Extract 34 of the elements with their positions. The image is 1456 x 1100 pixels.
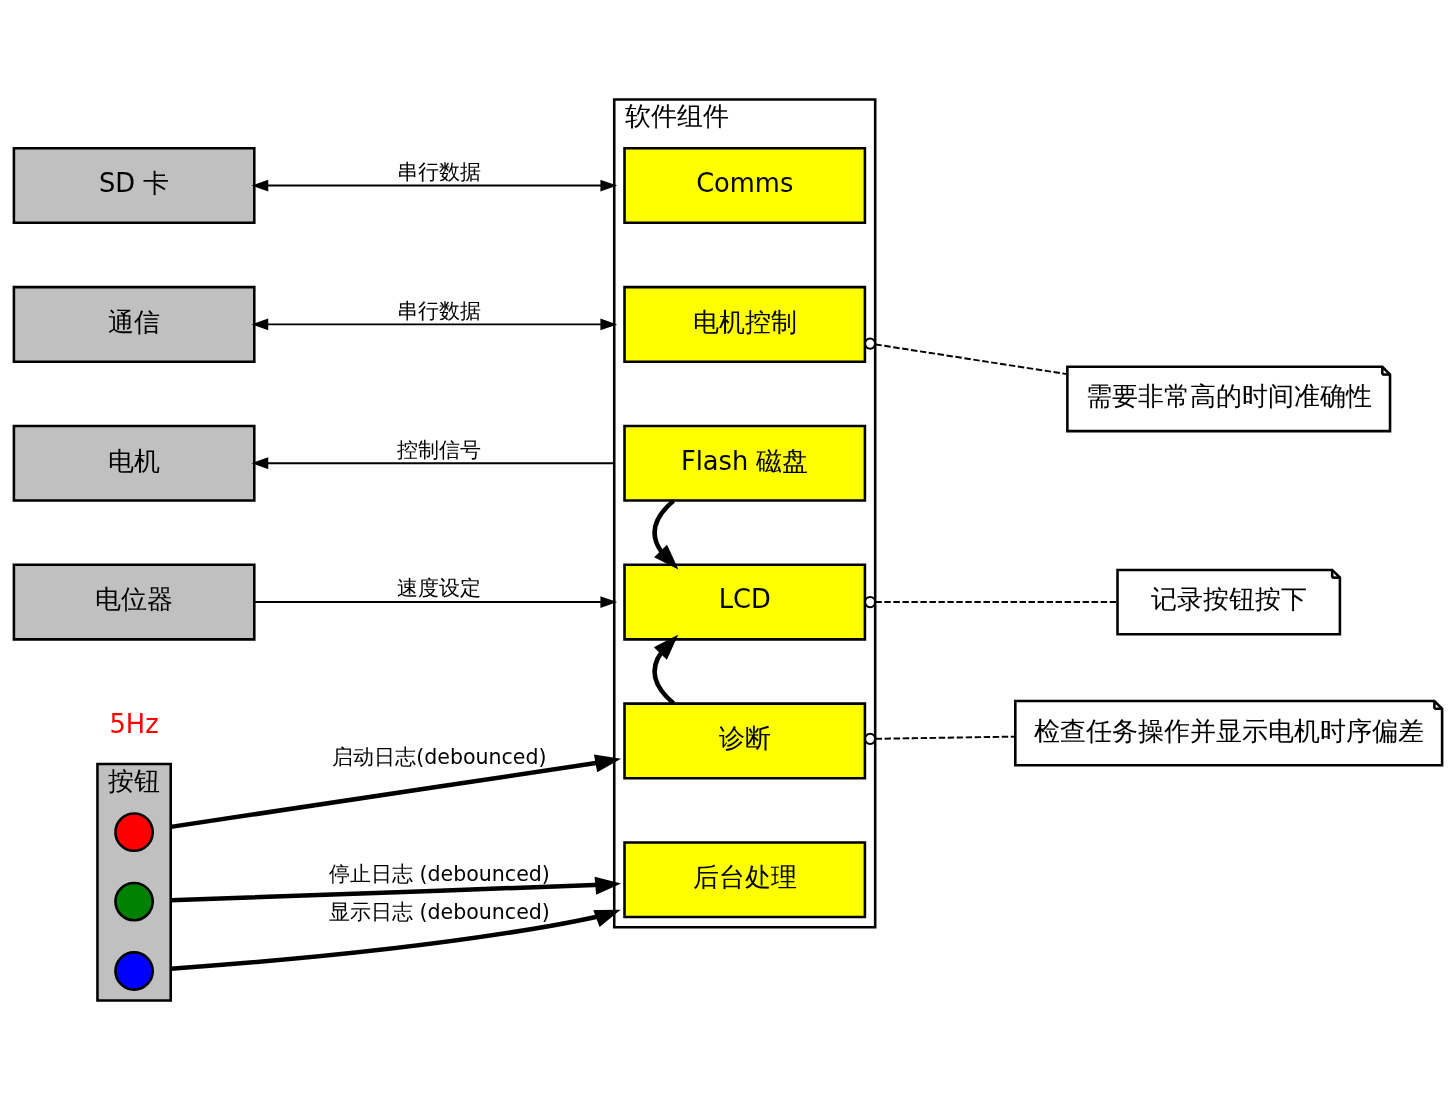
node-box: 电机控制 (623, 285, 867, 363)
edge-label: 启动日志(debounced) (332, 744, 547, 769)
arrow (253, 596, 618, 608)
connector (864, 595, 1119, 609)
node-circle (114, 812, 154, 853)
arrow (251, 318, 618, 331)
cluster: 按钮 (96, 762, 172, 1002)
arrow (170, 754, 621, 830)
node-box: 后台处理 (623, 841, 867, 919)
arrow (251, 179, 618, 192)
arrow (652, 634, 679, 706)
node-box: 通信 (12, 285, 256, 363)
edge-label: 速度设定 (397, 576, 482, 601)
connector (864, 337, 1069, 376)
edge-label: 串行数据 (397, 298, 482, 323)
label: 5Hz (109, 709, 159, 740)
edge-label: 停止日志 (debounced) (328, 861, 550, 886)
edge-label: 控制信号 (397, 437, 482, 462)
edge-label: 显示日志 (debounced) (328, 900, 550, 925)
arrow (251, 457, 616, 470)
node-box: 电位器 (12, 563, 256, 641)
connector (864, 732, 1017, 745)
node-circle (114, 881, 154, 922)
node-box: Comms (623, 147, 867, 225)
node-box: SD 卡 (12, 147, 256, 225)
arrow (170, 909, 621, 971)
node-circle (114, 951, 154, 991)
node-box: 电机 (12, 424, 256, 502)
node-box: Flash 磁盘 (623, 424, 867, 502)
node-box: LCD (623, 563, 867, 641)
arrow (652, 499, 679, 570)
edge-label: 串行数据 (397, 159, 482, 184)
arrow (170, 876, 621, 903)
node-box: 诊断 (623, 702, 867, 780)
